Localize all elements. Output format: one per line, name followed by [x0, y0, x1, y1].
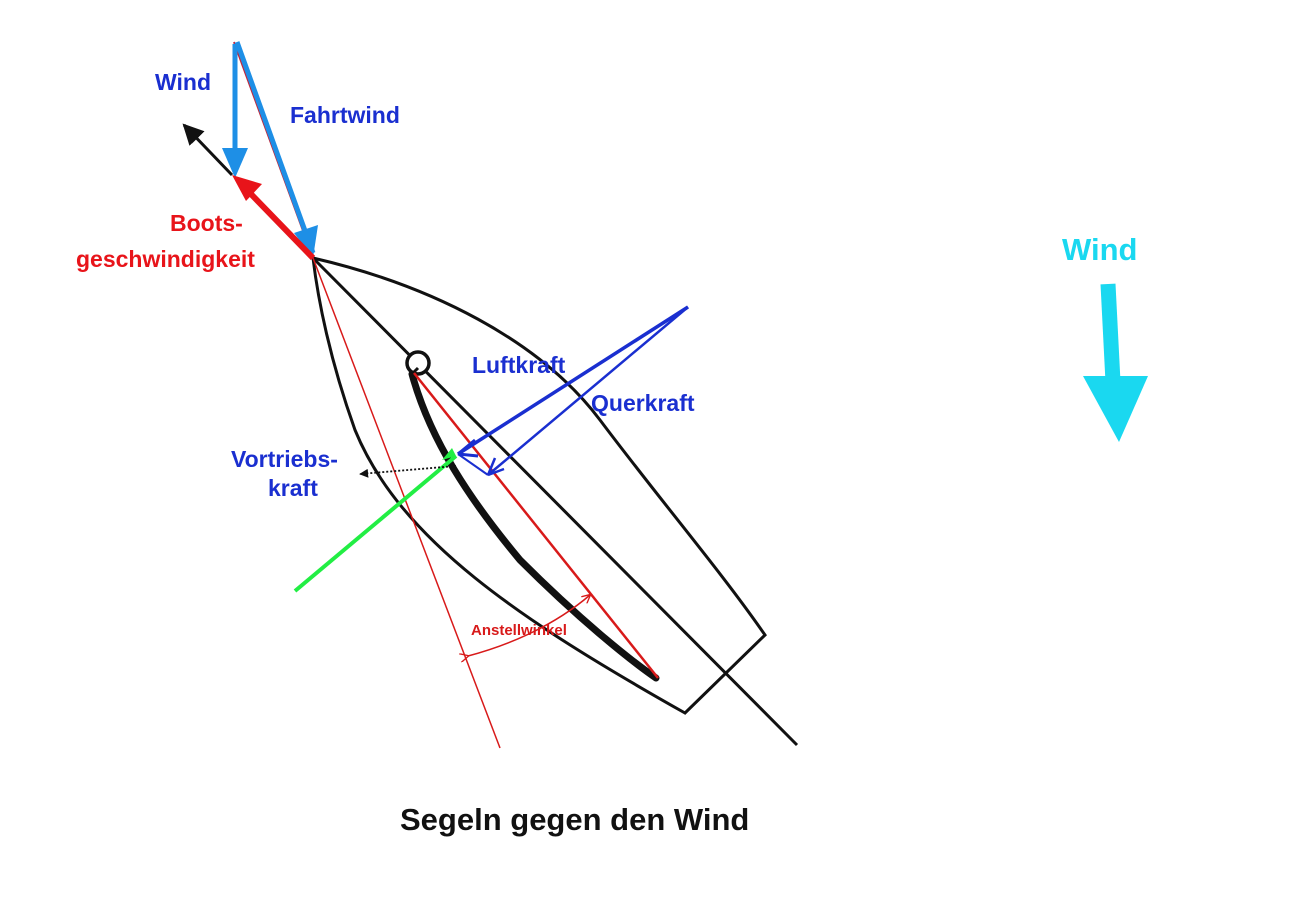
boat-speed-line: [247, 190, 316, 261]
label-luftkraft: Luftkraft: [472, 352, 566, 378]
sail: [408, 370, 660, 682]
course-arrow: [182, 123, 234, 177]
querkraft-connector: [457, 453, 489, 476]
mast-circle: [405, 350, 431, 376]
green-force-line: [293, 454, 458, 593]
label-fahrtwind: Fahrtwind: [290, 102, 400, 128]
vortriebskraft-arrow: [359, 465, 457, 478]
boat-centerline: [311, 256, 799, 747]
green-arrowhead: [442, 448, 456, 460]
label-wind-small: Wind: [155, 69, 211, 95]
luftkraft-arrowhead: [457, 438, 479, 458]
caption: Segeln gegen den Wind: [400, 802, 749, 837]
big-wind-arrowhead: [1083, 376, 1148, 442]
fahrtwind-arrowhead: [294, 225, 318, 258]
boat-speed-arrowhead: [232, 175, 262, 201]
big-wind-arrow-shaft: [1100, 283, 1121, 383]
angle-arc: [468, 595, 590, 656]
label-querkraft: Querkraft: [591, 390, 695, 416]
label-boots-line2: geschwindigkeit: [76, 246, 255, 272]
fahrtwind-line: [234, 41, 316, 254]
sail-chord-line: [413, 372, 659, 679]
label-vortriebs-line2: kraft: [268, 475, 318, 501]
querkraft-arrow: [487, 306, 689, 476]
luftkraft-arrow: [457, 305, 689, 456]
querkraft-arrowhead: [486, 457, 505, 477]
sail-tip: [410, 366, 420, 376]
label-boots-line1: Boots-: [170, 210, 243, 236]
wind-vector-arrowhead: [222, 148, 248, 178]
label-vortriebs-line1: Vortriebs-: [231, 446, 338, 472]
apparent-wind-line: [312, 257, 501, 749]
label-anstellwinkel: Anstellwinkel: [471, 622, 567, 639]
label-wind-big: Wind: [1062, 232, 1137, 267]
